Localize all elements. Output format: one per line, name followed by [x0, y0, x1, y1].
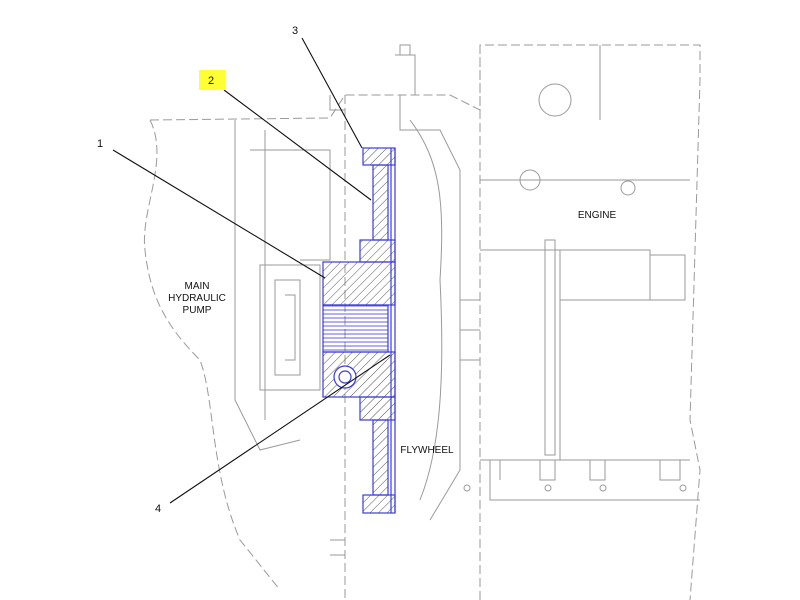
flywheel-coupling[interactable] — [322, 147, 396, 514]
pump-label-line3: PUMP — [183, 305, 212, 316]
callout-3[interactable]: 3 — [292, 25, 298, 37]
callout-1[interactable]: 1 — [97, 138, 103, 150]
housing-outlines — [143, 44, 701, 600]
leader-lines — [112, 37, 391, 504]
callout-4[interactable]: 4 — [155, 503, 161, 515]
callout-2[interactable]: 2 — [208, 75, 214, 87]
pump-label-line1: MAIN — [185, 281, 210, 292]
engine-label: ENGINE — [578, 210, 617, 221]
flywheel-label: FLYWHEEL — [400, 445, 454, 456]
pump-label-line2: HYDRAULIC — [168, 293, 226, 304]
callout-2-highlight — [199, 70, 225, 90]
